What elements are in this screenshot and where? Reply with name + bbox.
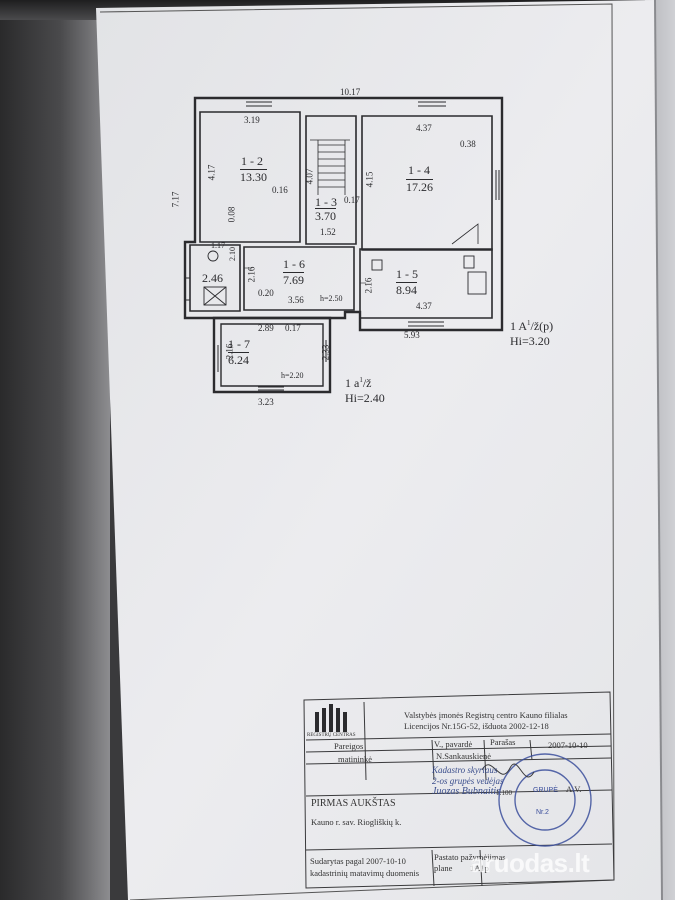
aruodas-watermark: aruodas.lt	[470, 848, 590, 878]
dim-r17-height: 2.16	[224, 343, 235, 360]
dim-r12-a: 0.16	[272, 185, 288, 195]
title-block-lines	[303, 691, 615, 889]
scale: 1:100	[496, 789, 512, 797]
address: Kauno r. sav. Riogliškių k.	[311, 817, 402, 827]
dim-r16-width: 3.56	[288, 295, 304, 305]
label-annex-suffix: /ž	[362, 376, 372, 390]
label-main-height: Hi=3.20	[510, 334, 550, 348]
windows	[186, 101, 500, 391]
stairs	[310, 139, 479, 245]
room-1-3-id: 1 - 3	[315, 195, 337, 209]
handwritten-line-1: Kadastro skyriaus	[432, 765, 498, 775]
paper-edge	[654, 0, 663, 900]
room-1-3-area: 3.70	[315, 209, 336, 223]
dim-r16-h: h=2.50	[320, 294, 343, 303]
background-left	[0, 0, 110, 900]
dim-overall-height: 7.17	[170, 191, 181, 208]
mark-line-1: Pastato pažymėjimas	[434, 852, 506, 862]
dim-r12-height: 4.17	[206, 164, 217, 181]
label-annex-code: 1 a	[345, 376, 360, 390]
dim-r16-height: 2.16	[246, 266, 257, 283]
col-parasas: Parašas	[490, 737, 516, 747]
dim-r17-right: 2.33	[320, 344, 331, 361]
label-main-code: 1 A	[510, 319, 528, 333]
org-line-1: Valstybės įmonės Registrų centro Kauno f…	[404, 710, 568, 720]
org-line-2: Licencijos Nr.15G-52, išduota 2002-12-18	[404, 721, 549, 731]
mark-value: 1A1p	[470, 863, 489, 873]
room-1-2-area: 13.30	[240, 170, 267, 184]
dim-r17-h: h=2.20	[281, 371, 304, 380]
role: matininkė	[338, 754, 372, 764]
surveyor-name: N.Sankauskienė	[436, 751, 492, 761]
dim-wc-b: 2.10	[228, 247, 237, 261]
dim-r14-width: 4.37	[416, 123, 432, 133]
dim-r13-height: 4.07	[304, 168, 315, 185]
dim-r15-bottom: 5.93	[404, 330, 420, 340]
label-main-building: 1 A1/ž(p)	[510, 319, 554, 333]
compiled-line-2: kadastrinių matavimų duomenis	[310, 868, 420, 878]
compiled-line-1: Sudarytas pagal 2007-10-10	[310, 856, 406, 866]
handwritten-line-2: 2-os grupės vedėjas	[432, 776, 504, 786]
dim-r17-a: 0.17	[285, 323, 301, 333]
room-1-2-id: 1 - 2	[241, 154, 263, 168]
dim-r17-top: 2.89	[258, 323, 274, 333]
label-main-sup: 1	[527, 319, 531, 327]
dim-r14-a: 0.38	[460, 139, 476, 149]
dim-wc-a: 1.17	[211, 241, 225, 250]
stamp-group-text: GRUPĖ	[533, 785, 558, 794]
room-1-7-area: 6.24	[228, 353, 249, 367]
doors	[244, 196, 366, 284]
paper-sheet	[96, 0, 662, 900]
room-1-5-id: 1 - 5	[396, 267, 418, 281]
dim-r16-a: 0.20	[258, 288, 274, 298]
room-1-6-area: 7.69	[283, 273, 304, 287]
registry-logo	[315, 704, 347, 732]
dim-r13-width: 1.52	[320, 227, 336, 237]
logo-caption: REGISTRŲ CENTRAS	[307, 733, 356, 738]
label-annex-height: Hi=2.40	[345, 391, 385, 405]
room-1-6-id: 1 - 6	[283, 257, 305, 271]
handwritten-line-3: Juozas Bubnaitis	[432, 786, 501, 797]
dim-r12-b: 0.08	[226, 206, 237, 223]
dim-r17-width: 3.23	[258, 397, 274, 407]
dim-r15-height: 2.16	[363, 277, 374, 294]
fixtures	[203, 250, 487, 306]
room-wc-area: 2.46	[202, 271, 223, 285]
mark-line-2: plane	[434, 863, 453, 873]
col-pareigos: Pareigos	[334, 741, 364, 751]
signature-scribble	[481, 763, 535, 778]
label-main-suffix: /ž(p)	[530, 319, 554, 333]
dim-r12-width: 3.19	[244, 115, 260, 125]
room-1-5-area: 8.94	[396, 283, 417, 297]
dim-r15-width: 4.37	[416, 301, 432, 311]
dim-overall-width: 10.17	[340, 87, 361, 97]
date-1: 2007-10-10	[548, 740, 588, 750]
dim-r13-a: 0.17	[344, 195, 360, 205]
sheet-border	[99, 3, 615, 900]
stamp-number: Nr.2	[536, 809, 549, 816]
label-annex-building: 1 a1/ž	[345, 376, 372, 390]
official-stamp	[498, 753, 592, 847]
room-1-4-area: 17.26	[406, 180, 433, 194]
room-1-7-id: 1 - 7	[228, 337, 250, 351]
floor-title: PIRMAS AUKŠTAS	[311, 798, 396, 809]
col-vardas: V., pavardė	[434, 739, 473, 749]
dim-r14-height: 4.15	[364, 171, 375, 188]
room-1-4-id: 1 - 4	[408, 163, 430, 177]
label-annex-sup: 1	[359, 376, 363, 384]
av-mark: A.V.	[566, 784, 582, 794]
walls	[183, 96, 504, 394]
